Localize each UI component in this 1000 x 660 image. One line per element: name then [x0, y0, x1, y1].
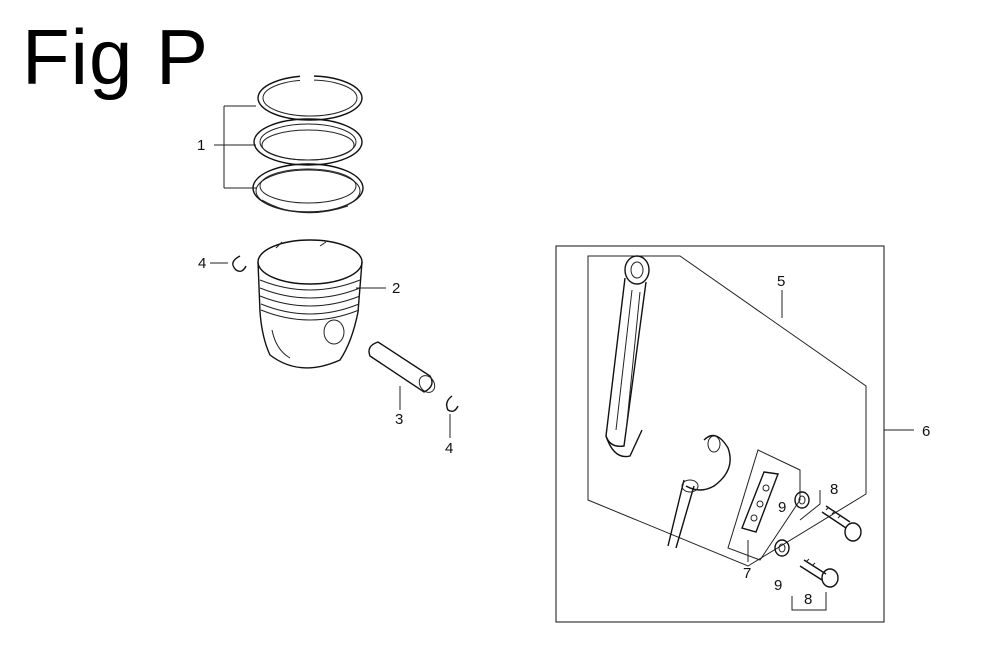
conrod-subframe	[587, 255, 867, 567]
piston-pin	[368, 341, 436, 393]
washer-upper	[794, 491, 810, 509]
piston	[257, 239, 363, 369]
callout-9-upper: 9	[778, 499, 786, 516]
callout-1: 1	[197, 137, 205, 154]
rod-bolt-lower	[799, 558, 839, 588]
bolt-lower-bracket	[791, 592, 827, 611]
piston-pin-clip-right	[445, 395, 459, 413]
callout-7: 7	[743, 565, 751, 582]
piston-ring-top	[257, 73, 363, 121]
callout-1-bracket	[214, 105, 256, 189]
conrod-assembly-frame	[555, 245, 885, 623]
oil-plate-subframe	[727, 449, 801, 561]
washer-lower	[774, 539, 790, 557]
bolt-upper-bracket	[799, 490, 821, 521]
connecting-rod-cap	[667, 434, 731, 549]
piston-ring-oil	[252, 163, 364, 214]
callout-8-lower: 8	[804, 591, 812, 608]
callout-2: 2	[392, 280, 400, 297]
piston-rings	[252, 73, 364, 214]
figure-title: Fig P	[22, 13, 210, 101]
callout-5: 5	[777, 273, 785, 290]
callout-6: 6	[922, 423, 930, 440]
piston-ring-middle	[253, 118, 363, 166]
callout-4-left: 4	[198, 255, 206, 272]
oil-dipper-plate	[741, 471, 779, 533]
piston-pin-clip-left	[232, 255, 247, 273]
callout-9-lower: 9	[774, 577, 782, 594]
callout-4-right: 4	[445, 440, 453, 457]
rod-bolt-upper	[821, 505, 862, 542]
connecting-rod	[605, 255, 650, 458]
callout-3: 3	[395, 411, 403, 428]
callout-8-upper: 8	[830, 481, 838, 498]
